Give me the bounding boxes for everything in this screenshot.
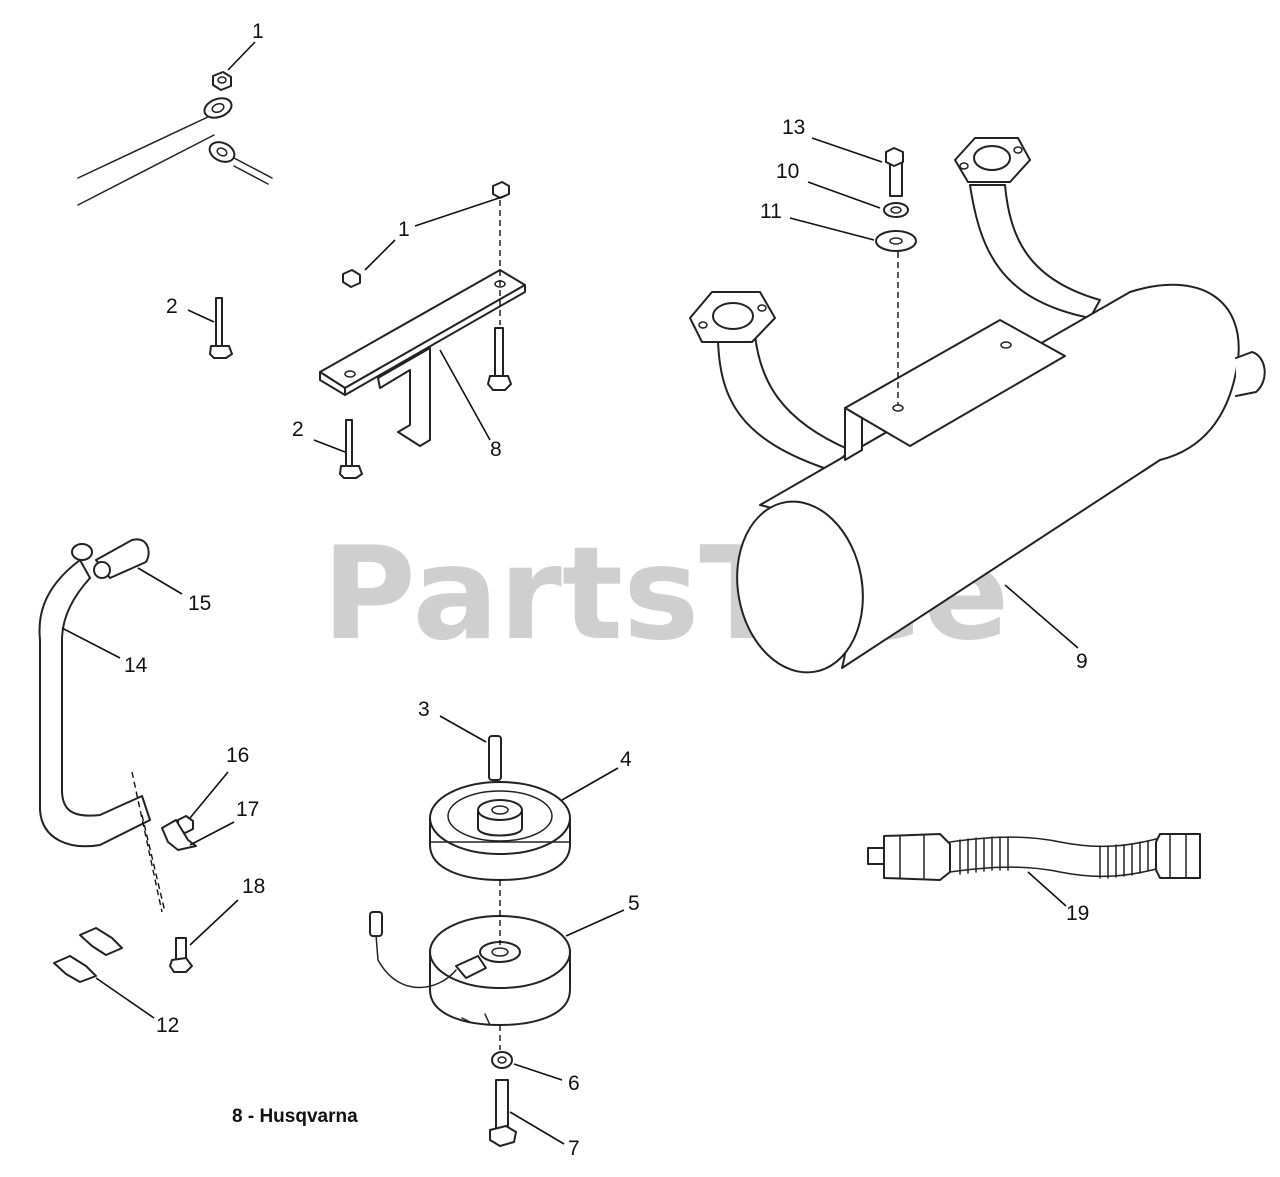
callout-2a: 2: [166, 295, 178, 318]
callout-12: 12: [156, 1014, 179, 1037]
callout-1b: 1: [398, 218, 410, 241]
nut-1b: [492, 181, 510, 199]
nut-1a: [212, 71, 232, 91]
callout-15: 15: [188, 592, 211, 615]
callout-19: 19: [1066, 902, 1089, 925]
nut-1c: [342, 269, 361, 288]
callout-16: 16: [226, 744, 249, 767]
bracket-assembly: [209, 181, 526, 479]
callout-11: 11: [760, 200, 782, 223]
callout-4: 4: [620, 748, 632, 771]
callout-17: 17: [236, 798, 259, 821]
callout-8: 8: [490, 438, 502, 461]
callout-2b: 2: [292, 418, 304, 441]
battery-cable-assembly: [77, 71, 273, 206]
callout-6: 6: [568, 1072, 580, 1095]
callout-9: 9: [1076, 650, 1088, 673]
muffler-assembly: [689, 137, 1266, 674]
callout-3: 3: [418, 698, 430, 721]
callout-5: 5: [628, 892, 640, 915]
hose-assembly: [38, 538, 197, 983]
footnote-husqvarna: 8 - Husqvarna: [232, 1106, 358, 1127]
clutch-assembly: [369, 735, 571, 1147]
callout-14: 14: [124, 654, 148, 677]
wiring-harness: [867, 833, 1201, 881]
callout-7: 7: [568, 1137, 580, 1160]
callout-10: 10: [776, 160, 799, 183]
callout-13: 13: [782, 116, 805, 139]
callout-18: 18: [242, 875, 265, 898]
callout-1a: 1: [252, 20, 264, 43]
